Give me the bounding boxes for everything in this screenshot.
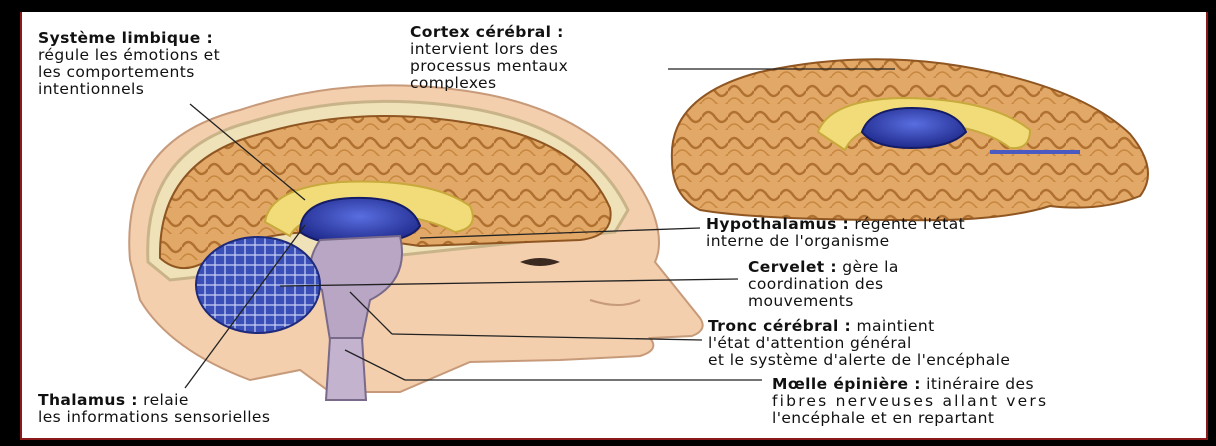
- label-tronc-title: Tronc cérébral :: [708, 317, 851, 335]
- label-thalamus: Thalamus : relaie les informations senso…: [38, 392, 270, 426]
- label-systeme-limbique: Système limbique : régule les émotions e…: [38, 30, 220, 98]
- label-moelle-title: Mœlle épinière :: [772, 375, 921, 393]
- label-cervelet-line3: mouvements: [748, 292, 854, 310]
- label-cortex-line2: processus mentaux: [410, 57, 568, 75]
- label-moelle-epiniere: Mœlle épinière : itinéraire des fibres n…: [772, 376, 1048, 427]
- label-hypothalamus-title: Hypothalamus :: [706, 215, 849, 233]
- label-cervelet-rest: gère la: [837, 258, 899, 276]
- label-moelle-line3: l'encéphale et en repartant: [772, 409, 994, 427]
- label-hypothalamus-rest: régente l'état: [849, 215, 965, 233]
- label-limbique-line3: intentionnels: [38, 80, 144, 98]
- spinal-cord: [326, 338, 366, 400]
- label-cervelet-title: Cervelet :: [748, 258, 837, 276]
- label-cervelet-line2: coordination des: [748, 275, 884, 293]
- cerebellum: [196, 237, 320, 333]
- label-hypothalamus: Hypothalamus : régente l'état interne de…: [706, 216, 965, 250]
- label-limbique-line2: les comportements: [38, 63, 195, 81]
- label-limbique-line1: régule les émotions et: [38, 46, 220, 64]
- label-thalamus-rest: relaie: [138, 391, 189, 409]
- label-tronc-line3: et le système d'alerte de l'encéphale: [708, 351, 1010, 369]
- label-cortex-line3: complexes: [410, 74, 496, 92]
- label-cervelet: Cervelet : gère la coordination des mouv…: [748, 259, 899, 310]
- cerebrum-small: [672, 59, 1148, 220]
- label-moelle-line2: fibres nerveuses allant vers: [772, 392, 1048, 410]
- label-tronc-cerebral: Tronc cérébral : maintient l'état d'atte…: [708, 318, 1010, 369]
- label-thalamus-title: Thalamus :: [38, 391, 138, 409]
- label-cortex-cerebral: Cortex cérébral : intervient lors des pr…: [410, 24, 568, 92]
- label-moelle-rest: itinéraire des: [921, 375, 1034, 393]
- label-thalamus-line2: les informations sensorielles: [38, 408, 270, 426]
- label-cortex-line1: intervient lors des: [410, 40, 558, 58]
- label-cortex-title: Cortex cérébral :: [410, 23, 564, 41]
- label-hypothalamus-line2: interne de l'organisme: [706, 232, 890, 250]
- label-limbique-title: Système limbique :: [38, 29, 213, 47]
- label-tronc-line2: l'état d'attention général: [708, 334, 912, 352]
- label-tronc-rest: maintient: [851, 317, 934, 335]
